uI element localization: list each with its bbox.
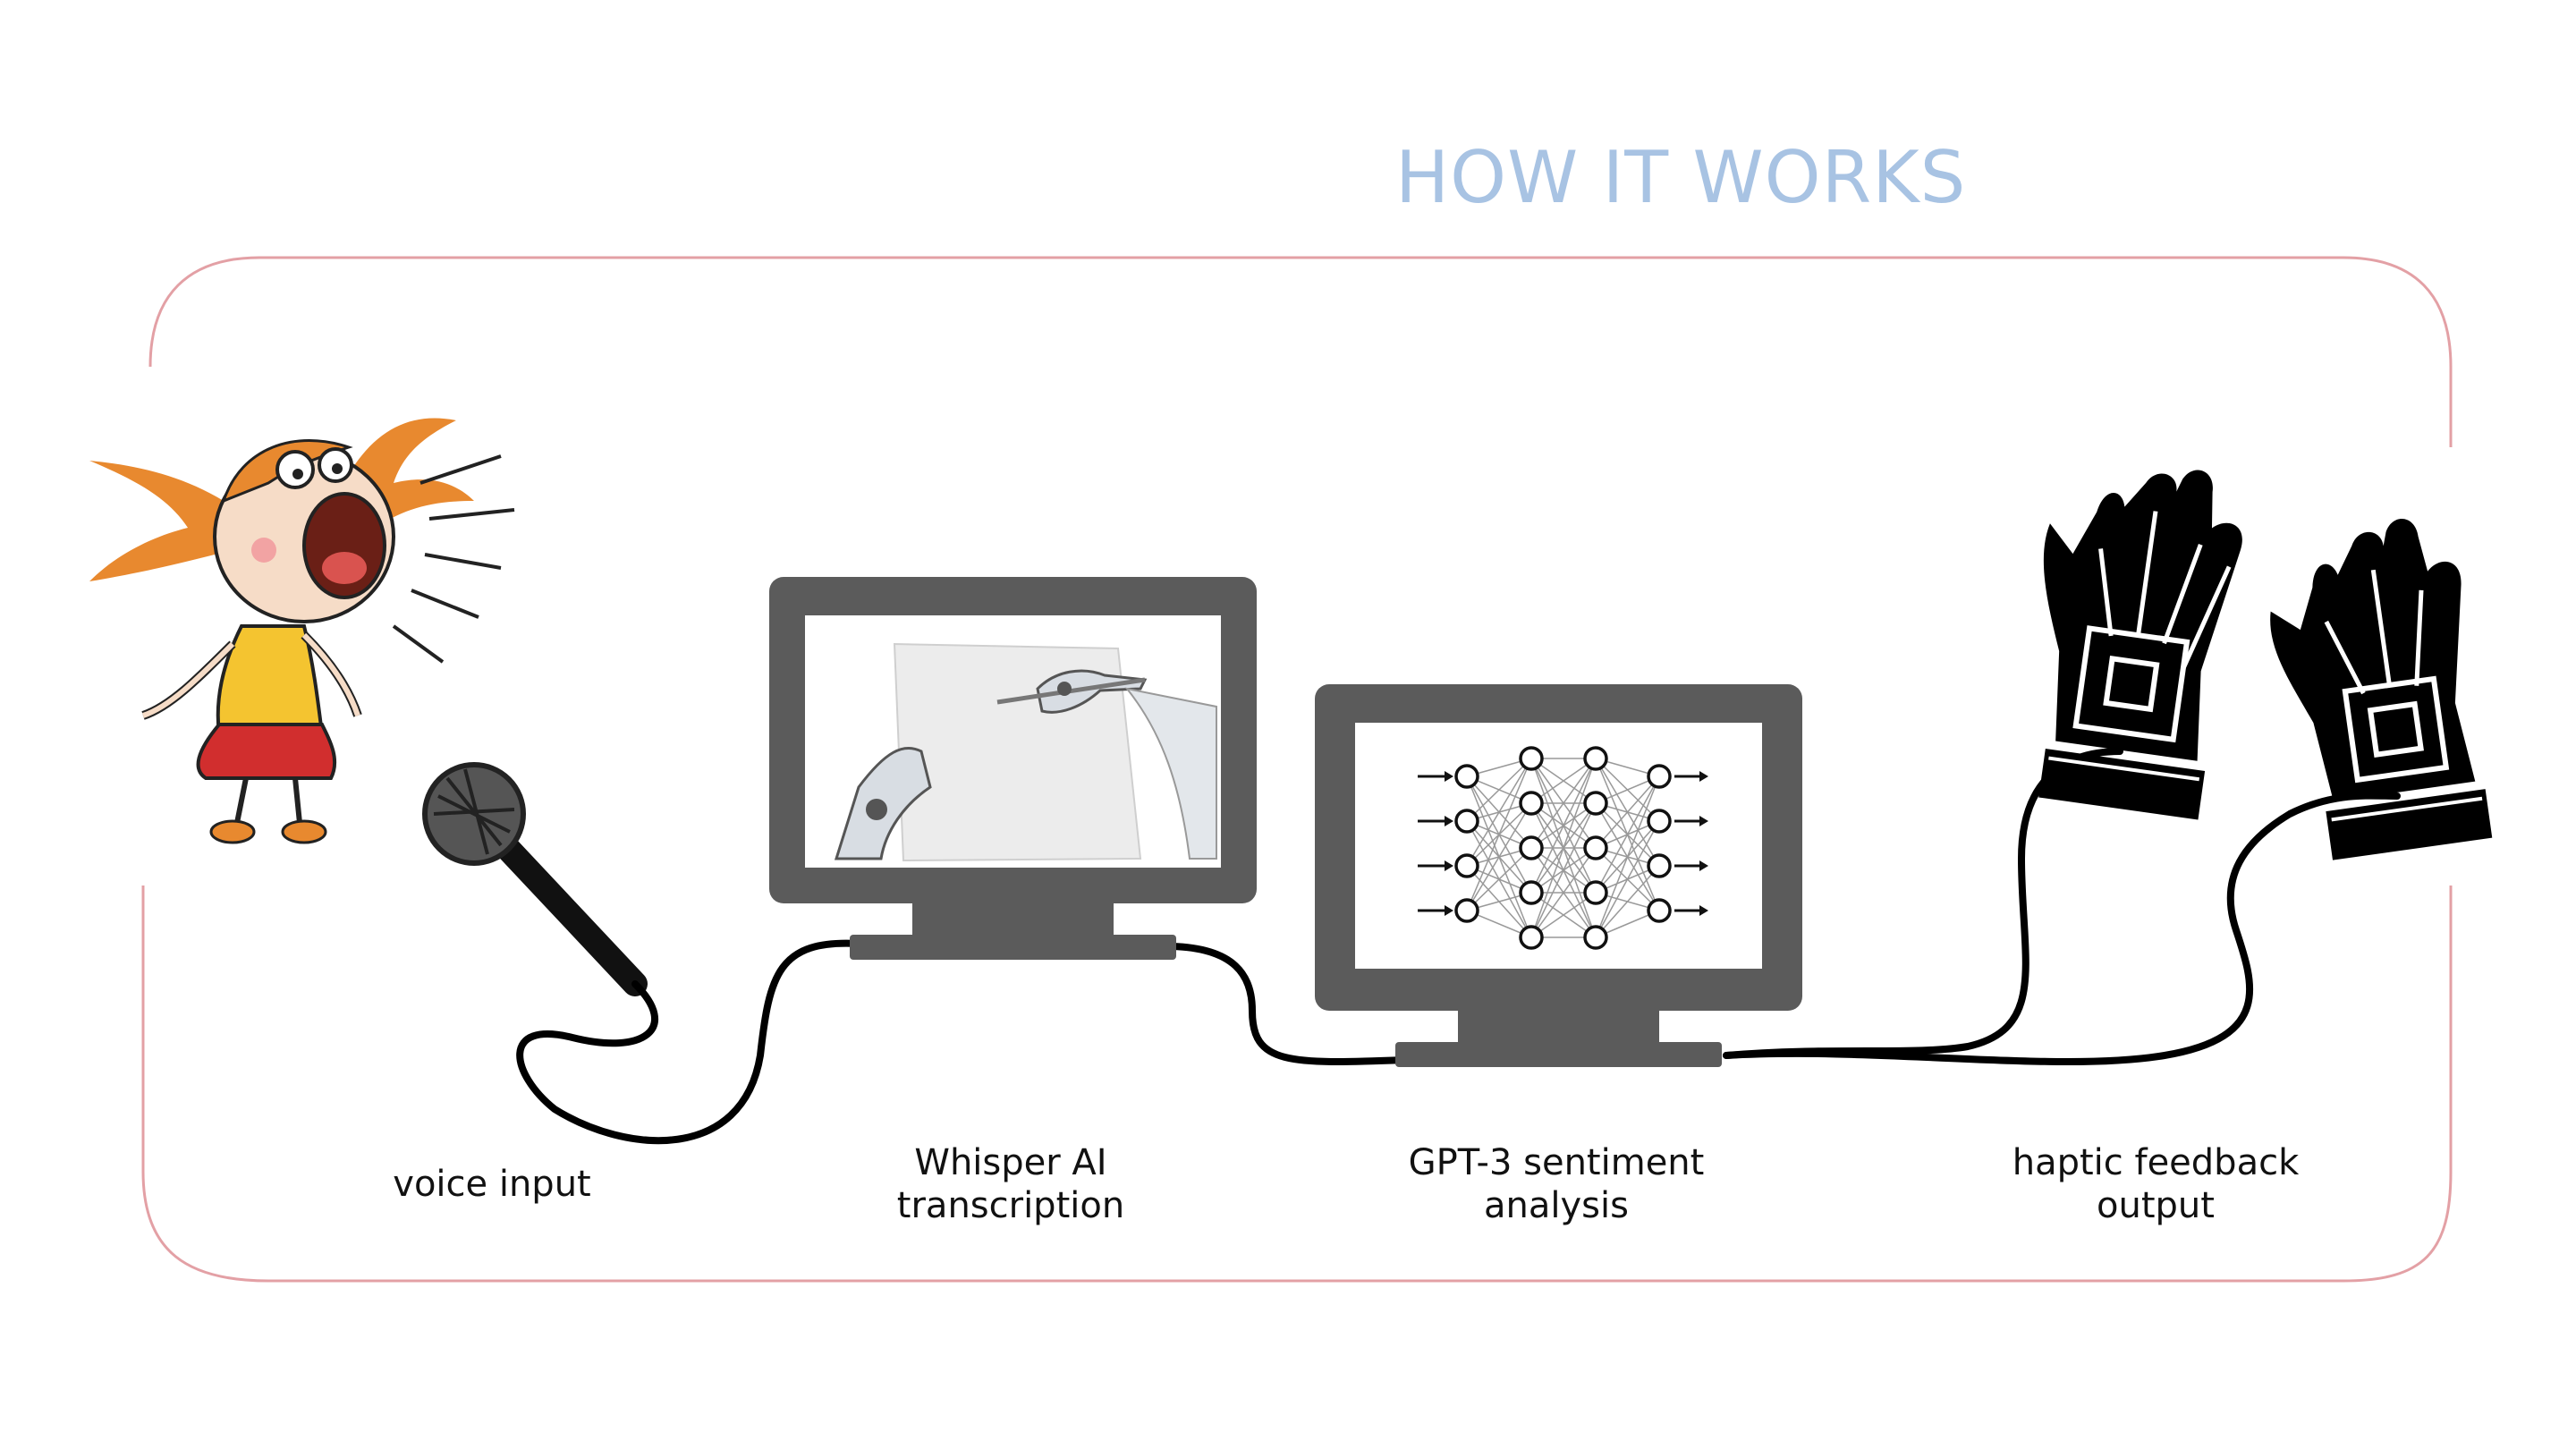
- nn-node: [1583, 880, 1608, 905]
- nn-node: [1519, 880, 1544, 905]
- nn-edge: [1530, 758, 1597, 894]
- nn-edge: [1466, 847, 1532, 911]
- stage-label-line2: transcription: [896, 1185, 1125, 1226]
- nn-edge: [1466, 802, 1532, 911]
- stage-label-line: Whisper AI: [914, 1142, 1107, 1183]
- stage-label-line: voice input: [393, 1164, 591, 1205]
- glove-left: [2038, 470, 2242, 820]
- nn-node: [1583, 835, 1608, 860]
- nn-arrowhead: [1699, 816, 1708, 826]
- nn-edge: [1466, 758, 1532, 911]
- nn-node: [1583, 746, 1608, 771]
- stage-label-haptic: haptic feedback output: [1986, 1141, 2326, 1227]
- stage-label-gpt3: GPT-3 sentiment analysis: [1377, 1141, 1735, 1227]
- page-title: HOW IT WORKS: [1395, 136, 1967, 219]
- nn-edge: [1595, 820, 1660, 938]
- monitor-whisper: [769, 577, 1257, 960]
- nn-node: [1647, 853, 1672, 878]
- nn-node: [1519, 746, 1544, 771]
- nn-edge: [1530, 802, 1597, 938]
- nn-arrowhead: [1699, 771, 1708, 782]
- nn-edge: [1595, 865, 1660, 938]
- nn-arrowhead: [1445, 905, 1453, 916]
- nn-node: [1454, 898, 1479, 923]
- nn-node: [1583, 791, 1608, 816]
- haptic-glove-icon: [2038, 470, 2493, 860]
- nn-edge: [1595, 775, 1660, 894]
- nn-node: [1647, 898, 1672, 923]
- nn-arrowhead: [1699, 860, 1708, 871]
- monitor-gpt3: [1315, 684, 1802, 1067]
- stage-label-line: haptic feedback: [2012, 1142, 2300, 1183]
- nn-edge: [1530, 847, 1597, 938]
- nn-edge: [1530, 758, 1597, 849]
- robot-writing-icon: [834, 642, 1217, 862]
- nn-node: [1519, 791, 1544, 816]
- glove-right: [2270, 519, 2493, 860]
- screaming-girl-illustration: [89, 418, 515, 844]
- nn-arrowhead: [1699, 905, 1708, 916]
- nn-edge: [1530, 758, 1597, 804]
- stage-label-voice-input: voice input: [340, 1163, 644, 1206]
- cable-monitor2-to-glove2: [1723, 792, 2401, 1066]
- frame-bottom: [141, 886, 2453, 1283]
- nn-edge: [1595, 775, 1660, 849]
- frame-top-left: [148, 256, 2453, 447]
- nn-node: [1519, 835, 1544, 860]
- nn-edge: [1466, 758, 1532, 867]
- nn-node: [1519, 925, 1544, 950]
- nn-node: [1583, 925, 1608, 950]
- nn-node: [1647, 809, 1672, 834]
- nn-node: [1454, 764, 1479, 789]
- cable-monitor1-to-monitor2: [1168, 943, 1408, 1065]
- neural-network-icon: [1418, 746, 1708, 950]
- nn-edge: [1530, 758, 1597, 938]
- nn-arrowhead: [1445, 860, 1453, 871]
- nn-node: [1454, 853, 1479, 878]
- stage-label-line2: analysis: [1484, 1185, 1629, 1226]
- nn-edge: [1530, 892, 1597, 938]
- cable-mic-to-monitor1: [516, 939, 862, 1145]
- stage-label-whisper: Whisper AI transcription: [859, 1141, 1163, 1227]
- nn-edge: [1595, 775, 1660, 938]
- nn-node: [1454, 809, 1479, 834]
- stage-label-line2: output: [2097, 1185, 2215, 1226]
- nn-arrowhead: [1445, 771, 1453, 782]
- nn-edge: [1466, 758, 1532, 822]
- nn-node: [1647, 764, 1672, 789]
- microphone-icon: [422, 762, 648, 996]
- stage-label-line: GPT-3 sentiment: [1408, 1142, 1705, 1183]
- nn-arrowhead: [1445, 816, 1453, 826]
